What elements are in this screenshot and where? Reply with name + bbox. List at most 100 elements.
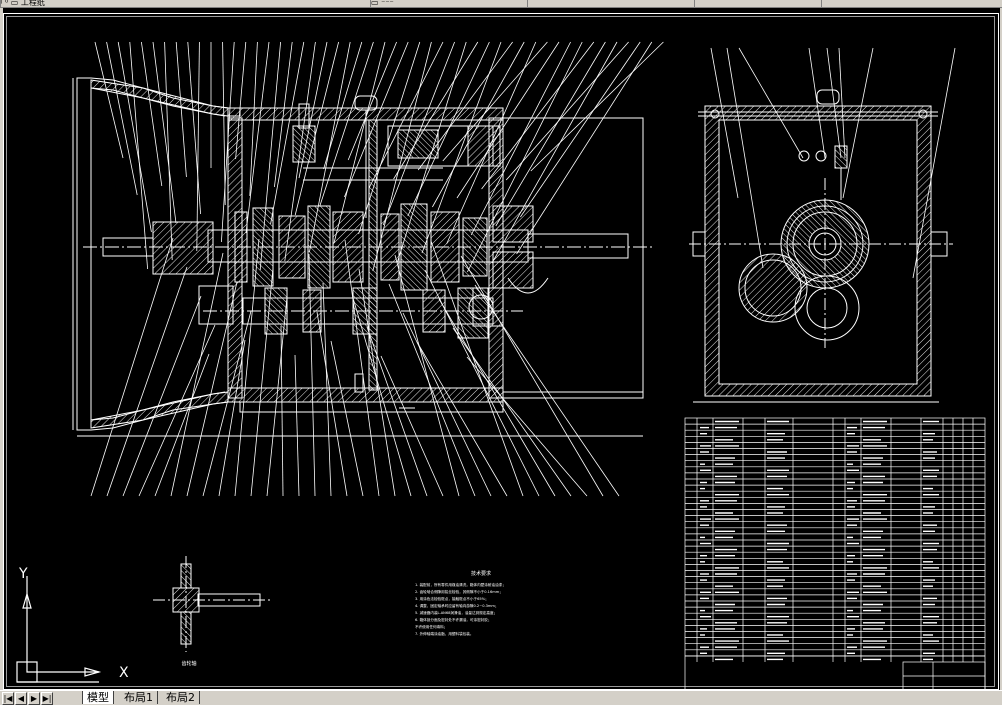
leader-line bbox=[416, 341, 508, 497]
first-tab-button[interactable]: |◀ bbox=[2, 692, 14, 705]
leader-line bbox=[129, 41, 148, 270]
leader-line bbox=[122, 295, 202, 497]
leader-line bbox=[520, 41, 641, 218]
top-toolbar: ᴶ ⁰ ▭ 工程纸 ▭ ⁻⁻⁻ bbox=[0, 0, 1002, 8]
note-line: 不许使用任何填料； bbox=[415, 624, 447, 629]
leader-line bbox=[316, 311, 348, 497]
note-line: 6. 箱体剖分面及密封处不许漏油，可涂密封胶； bbox=[415, 617, 491, 622]
next-tab-button[interactable]: ▶ bbox=[28, 692, 40, 705]
tech-notes: 技术要求 1. 装配前，所有零件用煤油清洗，箱体内壁涂耐油油漆； 2. 齿轮啮合… bbox=[415, 570, 506, 636]
detail-label: 齿轮轴 bbox=[181, 660, 196, 667]
leader-line bbox=[164, 41, 173, 261]
parts-list-border bbox=[684, 417, 986, 690]
leader-line bbox=[474, 284, 620, 497]
toolbar-cell-color[interactable] bbox=[821, 0, 1002, 7]
leader-line bbox=[368, 41, 444, 189]
leader-line bbox=[333, 41, 386, 244]
drawing-canvas[interactable]: 齿轮轴 技术要求 1. 装配前，所有零件用煤油清洗，箱体内壁涂耐油油漆； 2. … bbox=[3, 8, 1000, 690]
leader-line bbox=[467, 41, 583, 273]
tab-layout-2[interactable]: 布局2 bbox=[162, 691, 200, 704]
leader-line bbox=[266, 296, 288, 497]
leader-line bbox=[294, 354, 300, 497]
note-line: 1. 装配前，所有零件用煤油清洗，箱体内壁涂耐油油漆； bbox=[415, 582, 506, 587]
side-section-view bbox=[689, 89, 953, 403]
side-leader-line bbox=[738, 47, 804, 159]
toolbar-cell-lineweight[interactable] bbox=[527, 0, 693, 7]
leader-line bbox=[491, 41, 618, 264]
leader-line bbox=[460, 255, 604, 497]
leader-line bbox=[432, 41, 525, 208]
leader-line bbox=[452, 327, 572, 497]
tab-model[interactable]: 模型 bbox=[82, 691, 114, 704]
leader-line bbox=[347, 41, 397, 161]
side-leader-line bbox=[826, 47, 842, 159]
toolbar-cell-linetype[interactable]: ▭ ⁻⁻⁻ bbox=[370, 0, 526, 7]
ucs-icon bbox=[16, 576, 102, 683]
layout-tab-bar: |◀ ◀ ▶ ▶| 模型 布局1 布局2 bbox=[0, 690, 1002, 705]
note-line: 3. 用涂色法检验斑点，接触斑点不小于65%； bbox=[415, 596, 489, 601]
part-leader-lines bbox=[90, 41, 664, 497]
leader-line bbox=[393, 41, 479, 180]
window-frame-left bbox=[0, 8, 3, 690]
side-leader-line bbox=[726, 47, 764, 269]
notes-heading: 技术要求 bbox=[471, 570, 491, 577]
side-view-leader-lines bbox=[710, 47, 956, 279]
leader-line bbox=[90, 237, 174, 497]
drawing-svg: 齿轮轴 技术要求 1. 装配前，所有零件用煤油清洗，箱体内壁涂耐油油漆； 2. … bbox=[3, 13, 999, 690]
parts-list-table bbox=[684, 417, 986, 690]
note-line: 5. 减速器内装L-AN68润滑油，油量达到规定高度； bbox=[415, 610, 497, 615]
leader-line bbox=[294, 41, 339, 216]
leader-line bbox=[421, 41, 502, 254]
leader-line bbox=[196, 41, 200, 252]
ucs-y-label: Y bbox=[18, 566, 28, 582]
leader-line bbox=[417, 41, 513, 171]
leader-line bbox=[466, 356, 588, 497]
leader-line bbox=[372, 41, 432, 272]
side-leader-line bbox=[808, 47, 826, 159]
leader-line bbox=[330, 340, 364, 497]
leader-line bbox=[154, 353, 210, 497]
leader-line bbox=[382, 41, 455, 226]
leader-line bbox=[495, 41, 606, 227]
leader-line bbox=[250, 267, 274, 497]
leader-line bbox=[402, 312, 492, 497]
leader-line bbox=[175, 41, 187, 178]
leader-line bbox=[117, 41, 152, 233]
leader-line bbox=[284, 41, 316, 262]
leader-line bbox=[218, 339, 246, 497]
leader-line bbox=[221, 41, 235, 243]
leader-line bbox=[259, 41, 281, 271]
leader-line bbox=[186, 281, 238, 497]
leader-line bbox=[481, 41, 595, 190]
leader-line bbox=[298, 41, 328, 179]
leader-line bbox=[202, 310, 252, 497]
gear-shaft-detail bbox=[153, 556, 271, 652]
leader-line bbox=[438, 298, 556, 497]
leader-line bbox=[270, 41, 305, 225]
leader-line bbox=[245, 41, 270, 234]
leader-line bbox=[319, 41, 374, 207]
side-leader-line bbox=[912, 47, 956, 279]
tab-layout-1[interactable]: 布局1 bbox=[120, 691, 158, 704]
last-tab-button[interactable]: ▶| bbox=[41, 692, 53, 705]
leader-line bbox=[366, 326, 428, 497]
leader-line bbox=[222, 41, 226, 206]
leader-line bbox=[308, 253, 316, 497]
leader-line bbox=[380, 355, 444, 497]
leader-line bbox=[358, 41, 421, 235]
leader-line bbox=[106, 41, 138, 196]
leader-line bbox=[141, 41, 163, 187]
side-leader-line bbox=[842, 47, 874, 199]
leader-line bbox=[446, 41, 537, 245]
leader-line bbox=[456, 41, 560, 199]
leader-line bbox=[358, 268, 396, 497]
leader-line bbox=[152, 41, 177, 224]
leader-line bbox=[530, 41, 664, 172]
leader-line bbox=[138, 324, 216, 497]
leader-line bbox=[322, 282, 332, 497]
leader-line bbox=[344, 239, 380, 497]
toolbar-cell-plotstyle[interactable] bbox=[694, 0, 820, 7]
prev-tab-button[interactable]: ◀ bbox=[15, 692, 27, 705]
toolbar-cell-layer[interactable]: ᴶ ⁰ ▭ 工程纸 bbox=[0, 0, 171, 7]
leader-line bbox=[505, 41, 629, 181]
